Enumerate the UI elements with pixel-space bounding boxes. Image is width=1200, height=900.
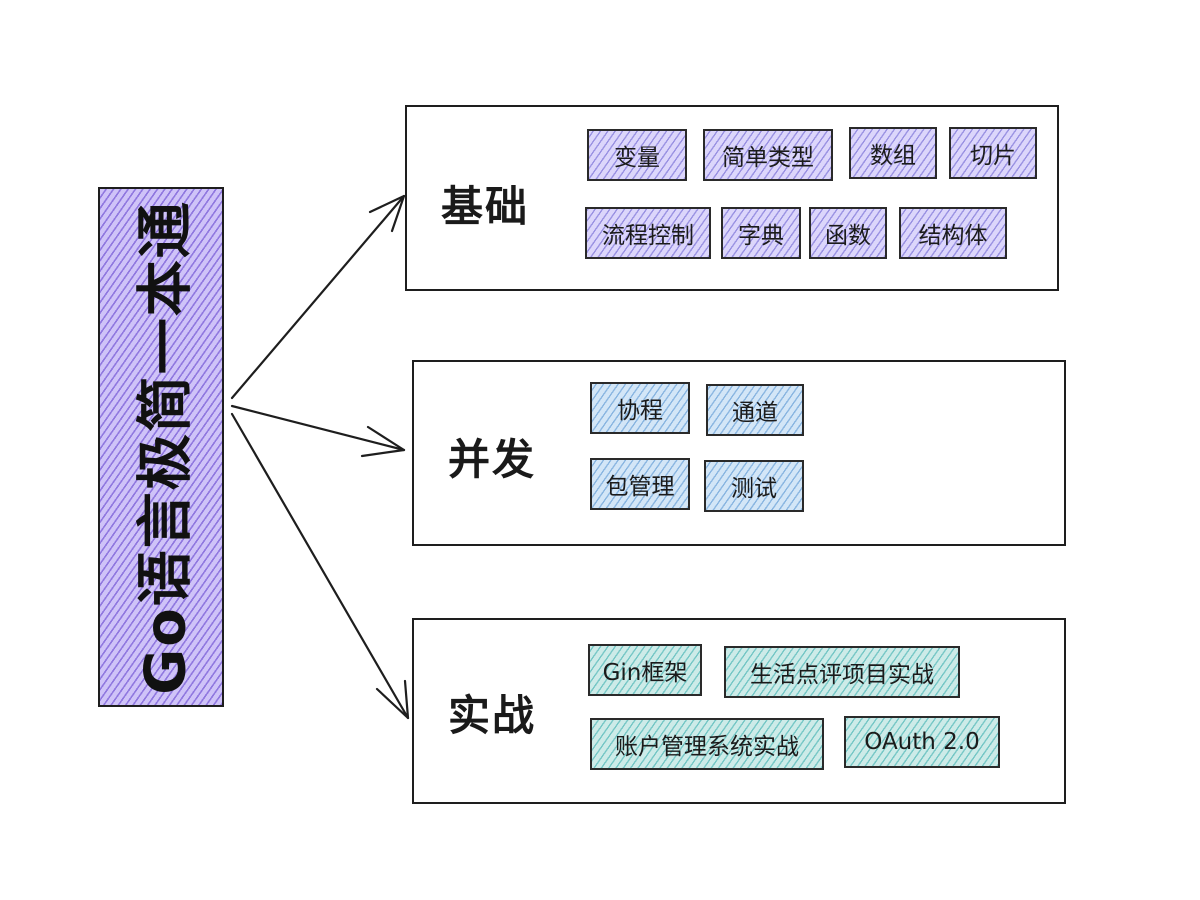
tag-variables: 变量 — [587, 129, 687, 181]
tag-review-project: 生活点评项目实战 — [724, 646, 960, 698]
tag-package-management: 包管理 — [590, 458, 690, 510]
tag-account-system: 账户管理系统实战 — [590, 718, 824, 770]
arrowhead-concurrency — [360, 425, 406, 458]
arrowhead-basics — [368, 194, 406, 233]
arrow-to-practice — [230, 412, 410, 720]
tag-simple-types: 简单类型 — [703, 129, 833, 181]
tag-functions: 函数 — [809, 207, 887, 259]
tag-slices: 切片 — [949, 127, 1037, 179]
section-title-concurrency: 并发 — [448, 435, 537, 484]
tag-channels: 通道 — [706, 384, 804, 436]
arrow-to-basics — [230, 194, 406, 400]
arrow-to-concurrency — [230, 404, 406, 452]
arrowhead-practice — [375, 679, 410, 720]
root-node: Go语言极简一本通 — [98, 187, 224, 707]
tag-arrays: 数组 — [849, 127, 937, 179]
tag-testing: 测试 — [704, 460, 804, 512]
tag-map: 字典 — [721, 207, 801, 259]
tag-oauth: OAuth 2.0 — [844, 716, 1000, 768]
section-concurrency: 并发 协程 通道 包管理 测试 — [412, 360, 1066, 546]
tag-gin-framework: Gin框架 — [588, 644, 702, 696]
section-title-basics: 基础 — [441, 182, 530, 231]
section-basics: 基础 变量 简单类型 数组 切片 流程控制 字典 函数 结构体 — [405, 105, 1059, 291]
section-practice: 实战 Gin框架 生活点评项目实战 账户管理系统实战 OAuth 2.0 — [412, 618, 1066, 804]
tag-structs: 结构体 — [899, 207, 1007, 259]
root-title: Go语言极简一本通 — [133, 199, 199, 695]
tag-flow-control: 流程控制 — [585, 207, 711, 259]
tag-goroutines: 协程 — [590, 382, 690, 434]
section-title-practice: 实战 — [448, 691, 537, 740]
